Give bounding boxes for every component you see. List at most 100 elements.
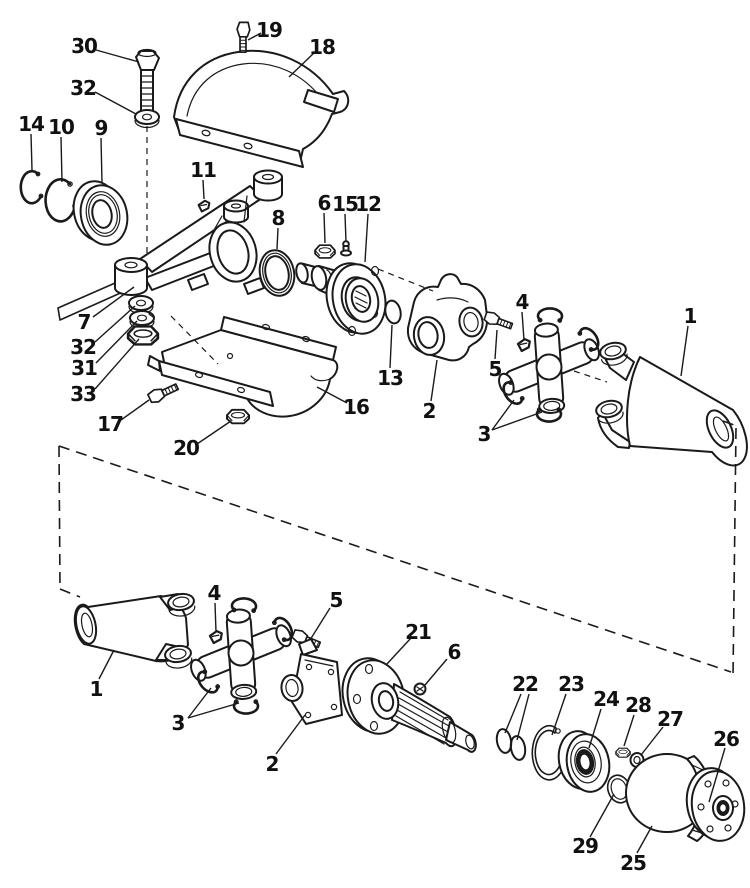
leader-line-5b (309, 607, 331, 641)
part-callout-11: 11 (190, 158, 216, 182)
part-26-coupler-flange (685, 767, 746, 842)
part-callout-9: 9 (95, 116, 108, 140)
part-2-yoke-lower (280, 638, 343, 725)
leader-line-20 (196, 420, 232, 445)
part-callout-13: 13 (377, 366, 403, 390)
mount-axis-dashed-line (170, 315, 219, 365)
leader-line-15 (344, 213, 347, 243)
leader-line-2a (430, 359, 438, 402)
leader-line-31 (95, 320, 138, 364)
leader-line-13 (389, 324, 393, 369)
leader-line-23 (551, 693, 567, 736)
part-callout-2b: 2 (266, 752, 279, 776)
leader-line-7 (92, 286, 135, 318)
part-callout-25: 25 (620, 851, 646, 875)
part-24-bearing (557, 730, 611, 793)
part-callout-19: 19 (256, 18, 282, 42)
part-28-nut (615, 747, 631, 758)
part-callout-8: 8 (272, 206, 285, 230)
leader-line-3b (187, 702, 240, 719)
part-callout-24: 24 (593, 687, 619, 711)
part-callout-10: 10 (48, 115, 74, 139)
part-16-lower-cover (147, 316, 339, 418)
leader-line-29 (589, 793, 615, 838)
leader-line-25 (636, 825, 653, 854)
leader-line-5a (494, 329, 498, 360)
part-18-upper-cover (173, 49, 350, 168)
part-callout-27: 27 (657, 707, 683, 731)
leader-line-9 (100, 137, 103, 184)
leader-line-4a (521, 311, 525, 341)
part-callout-12: 12 (355, 192, 381, 216)
part-callout-26: 26 (713, 727, 739, 751)
part-callout-1a: 1 (684, 304, 697, 328)
leader-line-3b (187, 687, 212, 719)
part-callout-16: 16 (343, 395, 369, 419)
leader-line-1a (680, 325, 689, 377)
part-callout-6a: 6 (318, 191, 331, 215)
part-32-washer-upper (134, 109, 160, 129)
leader-line-17 (120, 399, 150, 421)
leader-line-14 (30, 133, 33, 171)
part-12-flange-coupler (295, 262, 387, 337)
part-5-bolt-upper (482, 309, 515, 333)
flange-yoke-dashed-line (377, 268, 434, 292)
part-callout-2a: 2 (423, 399, 436, 423)
leader-line-30 (95, 49, 140, 63)
part-callout-3a: 3 (478, 422, 491, 446)
leader-line-11 (202, 179, 205, 200)
part-callout-30: 30 (71, 34, 97, 58)
part-30-bolt (135, 48, 160, 113)
leader-line-1b (98, 649, 115, 680)
part-13-o-ring (384, 299, 402, 325)
part-14-retaining-ring (19, 169, 44, 205)
part-callout-31: 31 (71, 356, 97, 380)
leader-line-22 (516, 693, 530, 741)
leader-line-16 (316, 386, 348, 404)
part-8-seal (258, 249, 296, 297)
part-callout-3b: 3 (172, 711, 185, 735)
part-callout-14: 14 (18, 112, 44, 136)
part-callout-6b: 6 (448, 640, 461, 664)
part-1-yoke-tube-lower (73, 591, 197, 671)
leader-line-22 (504, 693, 522, 734)
part-callout-32b: 32 (70, 335, 96, 359)
part-19-bolt (236, 21, 251, 53)
leader-line-21 (385, 637, 412, 666)
leader-line-10 (60, 136, 63, 183)
part-callout-15: 15 (332, 192, 358, 216)
part-31-lockwasher (129, 310, 155, 330)
leader-line-26 (708, 747, 726, 803)
part-callout-29: 29 (572, 834, 598, 858)
part-callout-23: 23 (558, 672, 584, 696)
part-9-bearing (72, 180, 129, 246)
part-callout-22: 22 (512, 672, 538, 696)
part-callout-4b: 4 (208, 581, 221, 605)
part-callout-20: 20 (173, 436, 199, 460)
part-7-carrier-bracket (57, 169, 283, 321)
leader-line-28 (623, 714, 635, 747)
part-33-nut (126, 325, 160, 346)
leader-line-12 (364, 213, 369, 263)
leader-line-3a (491, 411, 543, 431)
part-11-clip (197, 199, 212, 213)
part-15-grease-fitting (340, 240, 352, 257)
part-callout-1b: 1 (90, 677, 103, 701)
leader-line-19 (247, 32, 262, 41)
part-4-clip-lower (208, 629, 225, 645)
part-22-o-rings (495, 728, 527, 761)
part-callout-5b: 5 (330, 588, 343, 612)
part-callout-17: 17 (97, 412, 123, 436)
leader-line-24 (588, 708, 602, 749)
part-6-screw-lower (413, 682, 427, 696)
leader-line-2b (275, 714, 306, 755)
part-callout-32a: 32 (70, 76, 96, 100)
part-6-nut-upper (314, 244, 336, 259)
section-boundary-dashed (58, 420, 738, 678)
part-callout-33: 33 (70, 382, 96, 406)
part-callout-21: 21 (405, 620, 431, 644)
part-callout-7: 7 (78, 310, 91, 334)
